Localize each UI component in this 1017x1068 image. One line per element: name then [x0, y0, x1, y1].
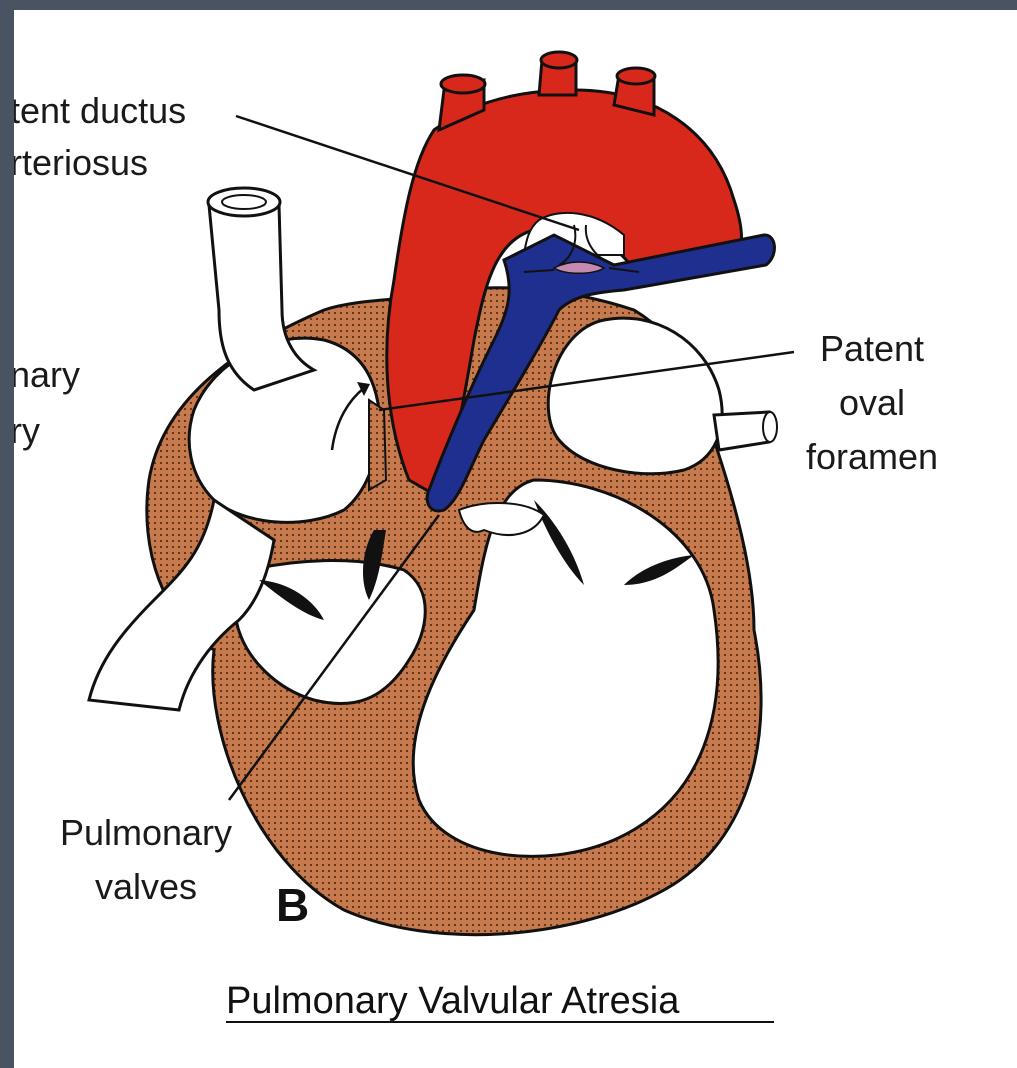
label-oval-line1: Patent	[782, 328, 962, 370]
label-valves-line2: valves	[26, 866, 266, 908]
heart-diagram	[14, 10, 1017, 1068]
pulmonary-vein	[714, 412, 769, 450]
label-oval-line2: oval	[782, 382, 962, 424]
figure-caption: Pulmonary Valvular Atresia	[226, 980, 679, 1023]
label-valves-line1: Pulmonary	[26, 812, 266, 854]
figure-frame: tent ductus rteriosus nary ry Patent ova…	[14, 10, 1017, 1068]
label-oval-line3: foramen	[782, 436, 962, 478]
label-ductus-line2: rteriosus	[14, 142, 148, 184]
panel-letter: B	[276, 878, 309, 932]
left-atrium	[548, 318, 722, 474]
label-pulm-artery-line1: nary	[14, 354, 80, 396]
label-ductus-line1: tent ductus	[14, 90, 186, 132]
superior-vena-cava	[209, 205, 314, 390]
label-pulm-artery-line2: ry	[14, 410, 40, 452]
